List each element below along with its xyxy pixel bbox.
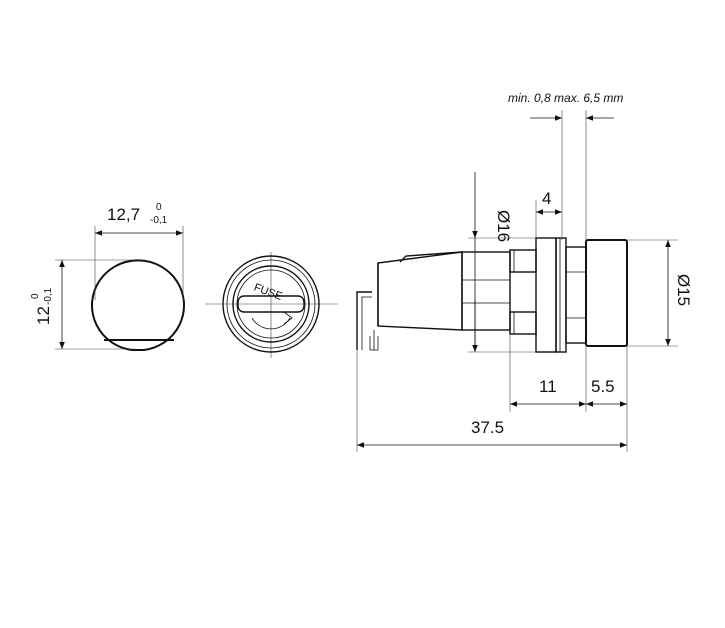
dimension-5-5-label: 5.5 [591,377,615,396]
height-tolerance-lower: -0,1 [43,287,54,305]
width-dimension-label: 12,7 [107,205,140,224]
dimension-11-label: 11 [539,377,557,396]
dimension-4-label: 4 [542,189,551,208]
diameter-15-label: Ø15 [674,274,693,306]
holder-face-view [205,252,338,358]
side-view-dimensions [356,110,678,452]
holder-side-view [356,237,628,353]
fuse-marking: FUSE [252,282,284,303]
height-dimension-label: 12 [34,306,53,325]
dimension-37-5-label: 37.5 [471,418,504,437]
height-tolerance-upper: 0 [30,293,41,299]
diameter-16-label: Ø16 [494,210,513,242]
width-tolerance-lower: -0,1 [150,215,168,226]
width-tolerance-upper: 0 [156,202,162,213]
cap-front-view [55,226,185,351]
wall-thickness-note: min. 0,8 max. 6,5 mm [508,91,623,105]
